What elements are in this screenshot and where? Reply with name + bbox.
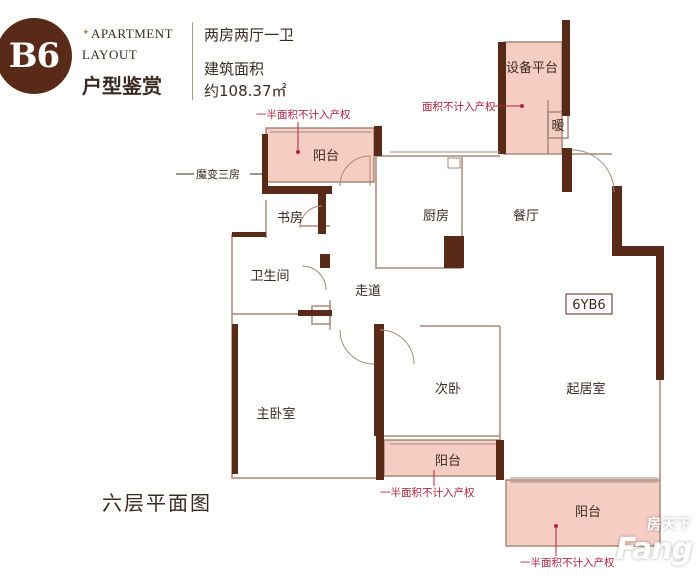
sink-fixture: [447, 157, 461, 169]
area-label: 建筑面积: [204, 60, 265, 78]
layout-type: 两房两厅一卫: [204, 26, 295, 44]
note-magic-three-rooms: 魔变三房: [196, 167, 240, 181]
corridor-label: 走道: [355, 284, 381, 299]
note-half-area-bottom: 一半面积不计入产权: [520, 556, 615, 569]
equipment-platform-label: 设备平台: [506, 60, 558, 76]
heating-label: 暖: [551, 119, 564, 134]
title-en-line2: LAYOUT: [82, 47, 138, 62]
windows: [270, 127, 658, 483]
balcony-bottom-fill: [506, 480, 660, 546]
note-dot-equipment: [520, 104, 524, 108]
note-dot-top: [296, 150, 300, 154]
note-half-area-mid: 一半面积不计入产权: [380, 486, 475, 499]
living-room-label: 起居室: [566, 381, 605, 397]
second-bedroom-label: 次卧: [435, 381, 461, 397]
balcony-mid-label: 阳台: [435, 454, 461, 469]
floor-label: 六层平面图: [102, 491, 212, 515]
equipment-platform-fill: [504, 42, 562, 154]
plan-code-badge: B6: [0, 18, 72, 94]
note-no-area-equipment: 面积不计入产权: [422, 100, 496, 113]
dining-label: 餐厅: [513, 208, 539, 224]
plan-code: B6: [8, 36, 60, 76]
balcony-bottom-label: 阳台: [575, 505, 601, 520]
title-en-line1: APARTMENT: [91, 26, 174, 41]
star-icon: ✦: [82, 27, 91, 37]
balcony-top-label: 阳台: [313, 149, 339, 164]
study-label: 书房: [277, 210, 303, 226]
balcony-top-fill: [266, 128, 374, 182]
thick-walls: [232, 20, 664, 480]
door-swings: [299, 149, 615, 365]
watermark-logo: 房天下 Fang: [612, 512, 696, 572]
master-bedroom-label: 主卧室: [256, 406, 295, 422]
kitchen-label: 厨房: [423, 208, 449, 224]
unit-tag-box: [565, 293, 613, 315]
bathroom-label: 卫生间: [250, 269, 289, 284]
note-half-area-top: 一半面积不计入产权: [256, 108, 351, 121]
title-cn: 户型鉴赏: [82, 74, 162, 98]
watermark-en: Fang: [615, 532, 693, 567]
header-divider: [192, 22, 193, 100]
note-dot-bottom: [554, 524, 558, 528]
balcony-mid-fill: [384, 440, 500, 476]
area-value: 约108.37㎡: [204, 82, 287, 100]
title-en: ✦APARTMENT LAYOUT: [82, 22, 173, 65]
unit-tag: 6YB6: [572, 298, 605, 313]
watermark-cn: 房天下: [647, 517, 692, 533]
